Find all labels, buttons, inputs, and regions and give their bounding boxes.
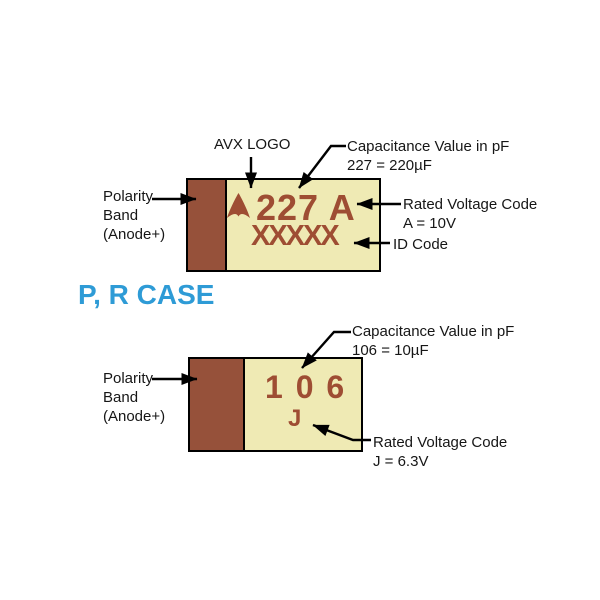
top-polarity-label-line3: (Anode+) [103, 226, 166, 243]
top-polarity-label: Polarity Band (Anode+) [103, 187, 165, 244]
top-marking-id-code: XXXXX [251, 220, 340, 252]
bottom-capacitance-label: Capacitance Value in pF 106 = 10µF [352, 322, 514, 360]
bottom-rated-voltage-line2: J = 6.3V [373, 453, 429, 470]
bottom-polarity-label-line3: (Anode+) [103, 408, 166, 425]
top-marking-value: 227 A [256, 187, 356, 228]
top-rated-voltage-line1: Rated Voltage Code [403, 196, 538, 213]
bottom-polarity-band [190, 359, 245, 450]
bottom-capacitance-label-line1: Capacitance Value in pF [352, 323, 515, 340]
id-code-label: ID Code [393, 236, 449, 253]
top-polarity-label-line2: Band [103, 207, 139, 224]
avx-logo-icon [227, 193, 250, 218]
top-rated-voltage-line2: A = 10V [403, 215, 456, 232]
top-capacitance-label-line2: 227 = 220µF [347, 157, 432, 174]
bottom-marking-voltage-code: J [288, 405, 302, 432]
top-polarity-label-line1: Polarity [103, 188, 154, 205]
top-rated-voltage-label: Rated Voltage Code A = 10V [403, 195, 537, 233]
bottom-capacitance-label-line2: 106 = 10µF [352, 342, 429, 359]
bottom-marking-value: 1 0 6 [265, 369, 347, 405]
bottom-polarity-label-line2: Band [103, 389, 139, 406]
bottom-rated-voltage-label: Rated Voltage Code J = 6.3V [373, 433, 507, 471]
bottom-polarity-label: Polarity Band (Anode+) [103, 369, 165, 426]
bottom-rated-voltage-line1: Rated Voltage Code [373, 434, 508, 451]
top-polarity-band [188, 180, 227, 270]
bottom-polarity-label-line1: Polarity [103, 370, 154, 387]
case-title: P, R CASE [78, 279, 215, 310]
top-capacitance-label-line1: Capacitance Value in pF [347, 138, 510, 155]
avx-logo-label: AVX LOGO [214, 136, 291, 153]
top-capacitance-label: Capacitance Value in pF 227 = 220µF [347, 137, 509, 175]
